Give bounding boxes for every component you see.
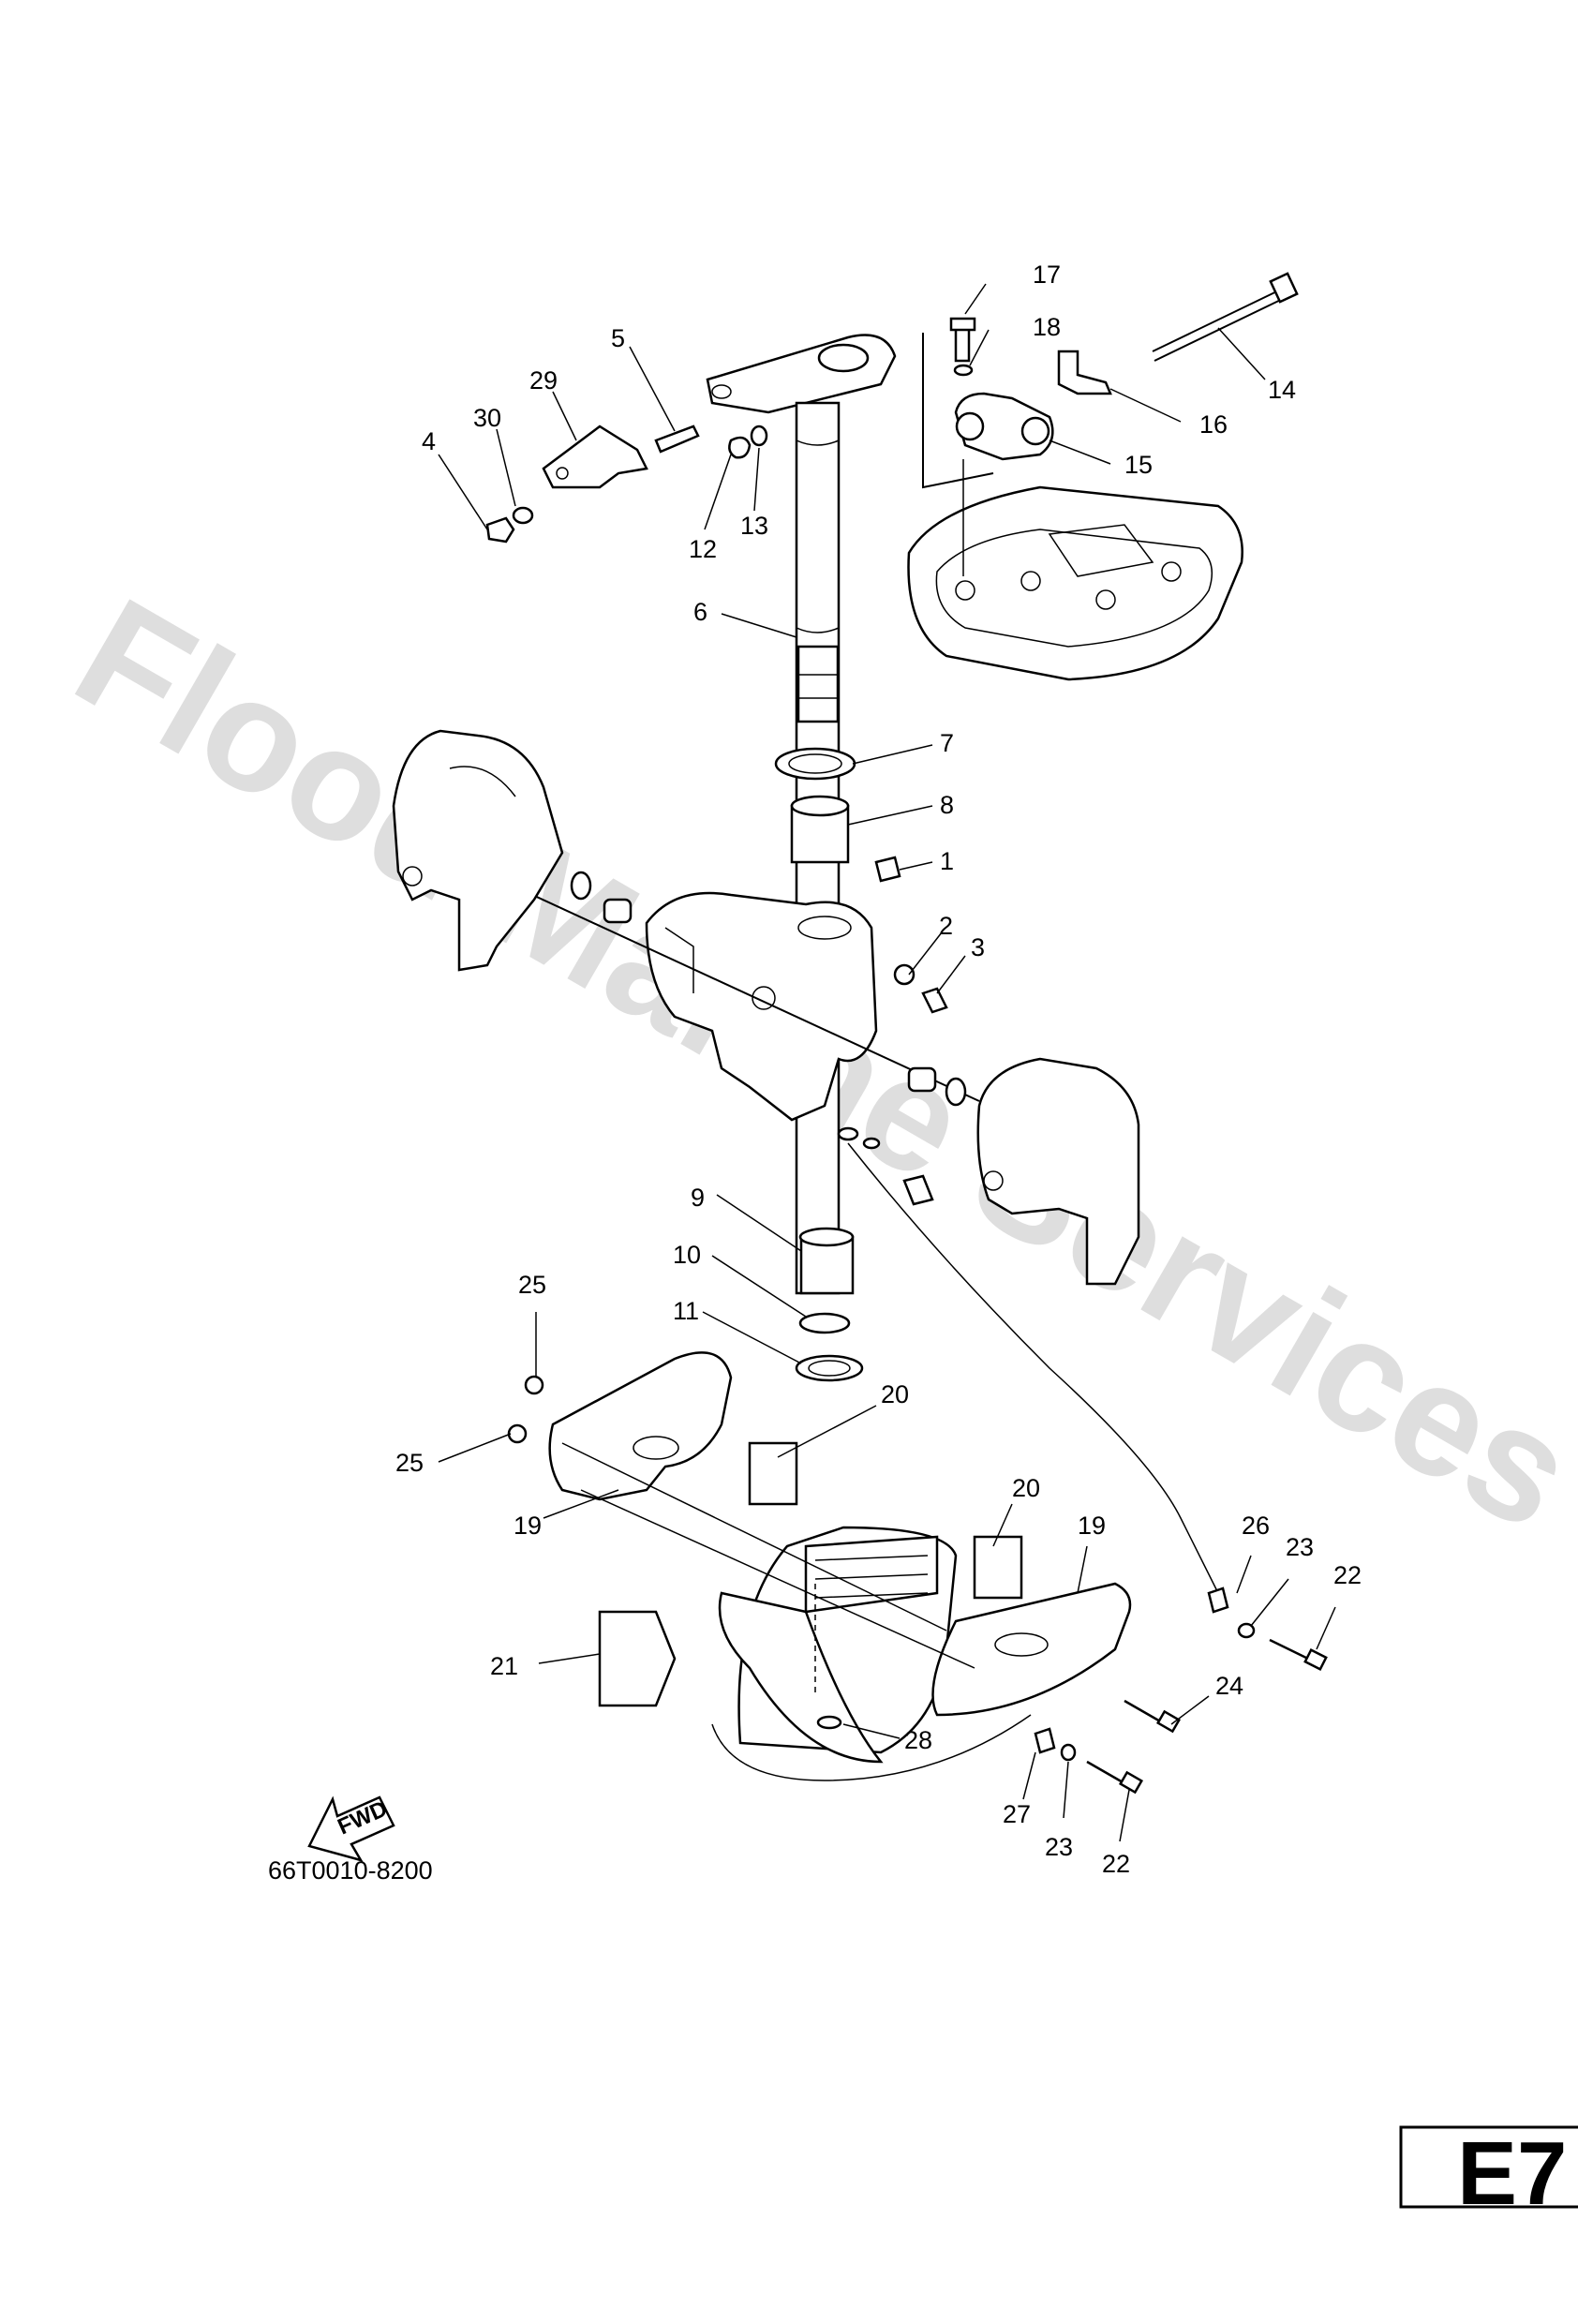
- part-label-21: 21: [490, 1652, 518, 1680]
- mount-clamp-assembly: [922, 272, 1299, 576]
- page-tag-box: E7: [1399, 2123, 1578, 2224]
- part-label-30: 30: [473, 404, 501, 432]
- part-label-25a: 25: [518, 1271, 546, 1299]
- part-label-20b: 20: [1012, 1474, 1040, 1502]
- part-label-1: 1: [940, 847, 954, 875]
- part-label-18: 18: [1033, 313, 1061, 341]
- part-label-2: 2: [939, 912, 953, 940]
- part-label-16: 16: [1199, 410, 1228, 439]
- part-label-12: 12: [689, 535, 717, 563]
- clamp-bracket-right: [976, 1057, 1140, 1286]
- part-label-7: 7: [940, 729, 954, 757]
- part-label-11: 11: [673, 1297, 699, 1325]
- part-label-28: 28: [904, 1726, 932, 1754]
- upper-mount-plate: [907, 485, 1243, 681]
- center-hardware: [570, 871, 967, 1206]
- diagram-code: 66T0010-8200: [268, 1856, 433, 1885]
- part-label-22a: 22: [1333, 1561, 1362, 1589]
- small-hardware-top-left: [485, 425, 768, 544]
- part-label-20a: 20: [881, 1380, 909, 1408]
- part-label-8: 8: [940, 791, 954, 819]
- part-label-19a: 19: [514, 1512, 542, 1540]
- part-label-19b: 19: [1078, 1512, 1106, 1540]
- page-tag: E7: [1457, 2123, 1567, 2224]
- part-label-14: 14: [1268, 376, 1296, 404]
- part-label-26: 26: [1242, 1512, 1270, 1540]
- part-label-29: 29: [529, 366, 558, 395]
- swivel-bracket: [430, 847, 980, 1122]
- part-label-23b: 23: [1045, 1833, 1073, 1861]
- clamp-bracket-left: [392, 729, 564, 972]
- part-label-24: 24: [1215, 1672, 1243, 1700]
- part-label-5: 5: [611, 324, 625, 352]
- part-number-labels: 17 18 14 5 29 30 4 16 15 12 13 6 7 8 1 2…: [395, 261, 1362, 1878]
- lower-bush-seals: [795, 1227, 864, 1382]
- part-label-4: 4: [422, 427, 436, 455]
- leader-lines: [438, 283, 1336, 1842]
- part-label-17: 17: [1033, 261, 1061, 289]
- part-label-27: 27: [1003, 1800, 1031, 1828]
- part-label-15: 15: [1124, 451, 1153, 479]
- part-label-23a: 23: [1286, 1533, 1314, 1561]
- fwd-arrow: FWD: [307, 1795, 395, 1863]
- part-label-22b: 22: [1102, 1850, 1130, 1878]
- part-label-13: 13: [740, 512, 768, 540]
- lower-mount-assembly: [548, 1351, 1132, 1764]
- part-label-10: 10: [673, 1241, 701, 1269]
- part-label-25b: 25: [395, 1449, 424, 1477]
- part-label-3: 3: [971, 933, 985, 961]
- seal-bush-key: [774, 747, 901, 883]
- lower-fasteners: [507, 1375, 1328, 1795]
- part-label-9: 9: [691, 1184, 705, 1212]
- part-label-6: 6: [693, 598, 707, 626]
- ground-lead: [711, 1142, 1219, 1781]
